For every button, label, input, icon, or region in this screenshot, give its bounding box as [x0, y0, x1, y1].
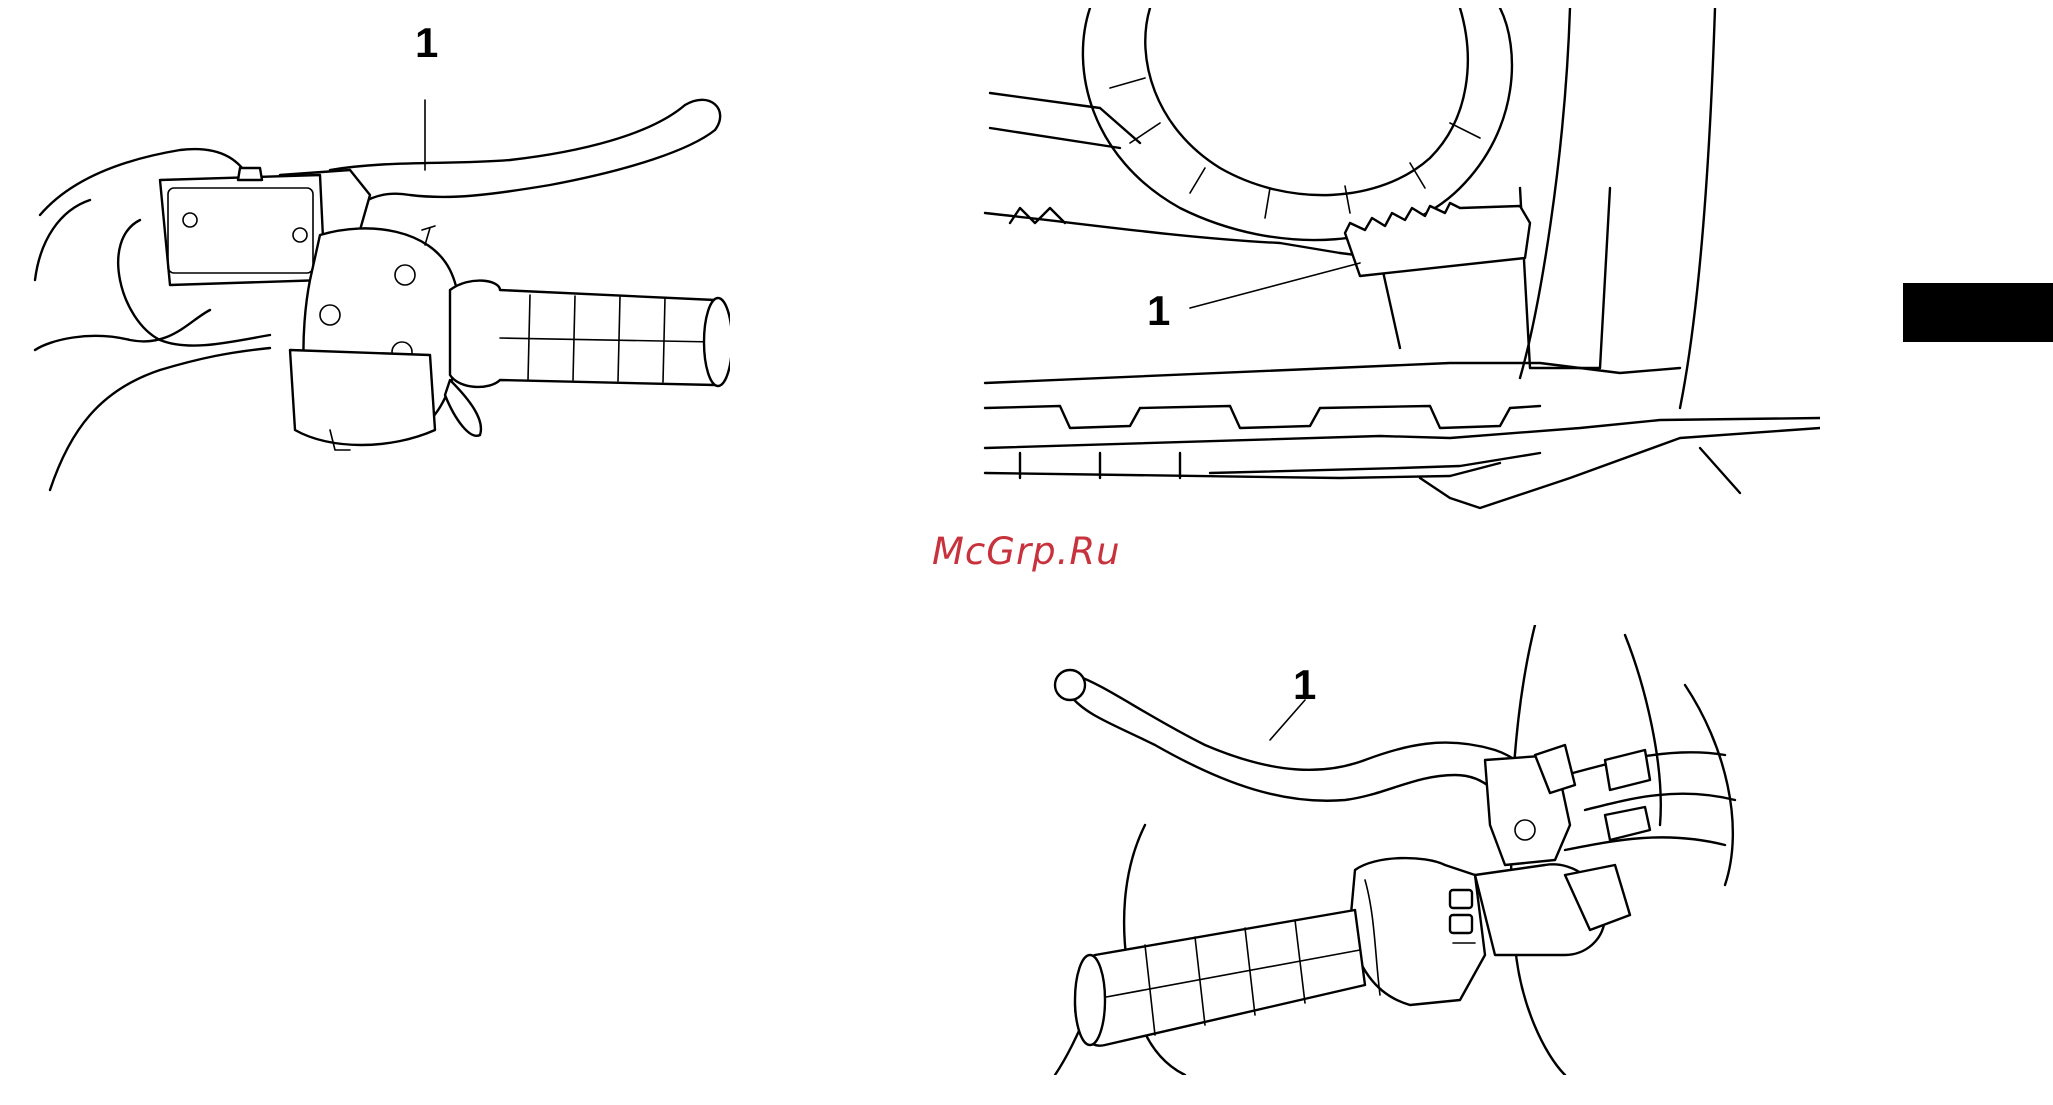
engine-illustration — [985, 8, 1820, 508]
callout-number: 1 — [1147, 290, 1170, 332]
section-tab-marker — [1903, 283, 2053, 342]
callout-number: 1 — [415, 22, 438, 64]
handlebar-illustration — [1055, 625, 1735, 1075]
figure-brake-lever-left — [1045, 625, 1755, 1075]
callout-number: 1 — [1293, 664, 1316, 706]
handlebar-illustration — [35, 100, 730, 490]
figure-brake-lever-right — [30, 90, 730, 500]
watermark-text: McGrp.Ru — [932, 530, 1121, 573]
figure-engine-detail — [980, 8, 1820, 513]
callout-leader-line — [1190, 263, 1360, 308]
